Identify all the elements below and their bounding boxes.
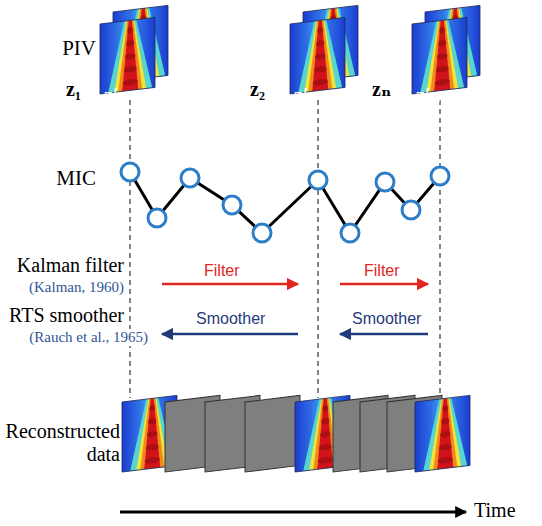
mic-sample xyxy=(402,201,420,219)
velocity-field xyxy=(290,17,345,94)
method-name: Kalman filter xyxy=(2,254,124,277)
method-name: RTS smoother xyxy=(2,304,124,327)
measurement-name: z₁ xyxy=(66,78,81,101)
arrow-label: Smoother xyxy=(196,310,265,328)
mic-sample xyxy=(121,163,139,181)
measurement-name: z′ₙ xyxy=(416,84,441,107)
time-axis xyxy=(120,511,466,514)
arrow-label: Filter xyxy=(204,262,240,280)
mic-signal xyxy=(121,163,449,242)
row-label: PIV xyxy=(2,36,96,60)
arrow-label: Filter xyxy=(364,262,400,280)
arrow-label: Smoother xyxy=(352,310,421,328)
measurement-name: z′₁ xyxy=(104,84,125,107)
citation: (Rauch et al., 1965) xyxy=(2,329,148,346)
row-label: Reconstructed data xyxy=(0,420,120,466)
missing-frame xyxy=(245,395,300,472)
mic-sample xyxy=(148,209,166,227)
filter-arrows xyxy=(162,284,428,285)
velocity-field xyxy=(412,17,467,94)
measurement-name: zₙ xyxy=(372,78,391,101)
velocity-field xyxy=(415,395,470,472)
row-label: MIC xyxy=(2,166,96,190)
mic-sample xyxy=(223,196,241,214)
smoother-arrows xyxy=(162,334,428,335)
mic-sample xyxy=(181,169,199,187)
mic-sample xyxy=(376,173,394,191)
measurement-name: z′₂ xyxy=(294,84,315,107)
axis-label: Time xyxy=(474,499,516,522)
mic-sample xyxy=(309,171,327,189)
mic-sample xyxy=(341,224,359,242)
mic-sample xyxy=(253,224,271,242)
measurement-name: z₂ xyxy=(250,78,265,101)
mic-sample xyxy=(431,167,449,185)
time-guide xyxy=(130,100,440,398)
velocity-field xyxy=(100,17,155,94)
citation: (Kalman, 1960) xyxy=(2,279,124,296)
